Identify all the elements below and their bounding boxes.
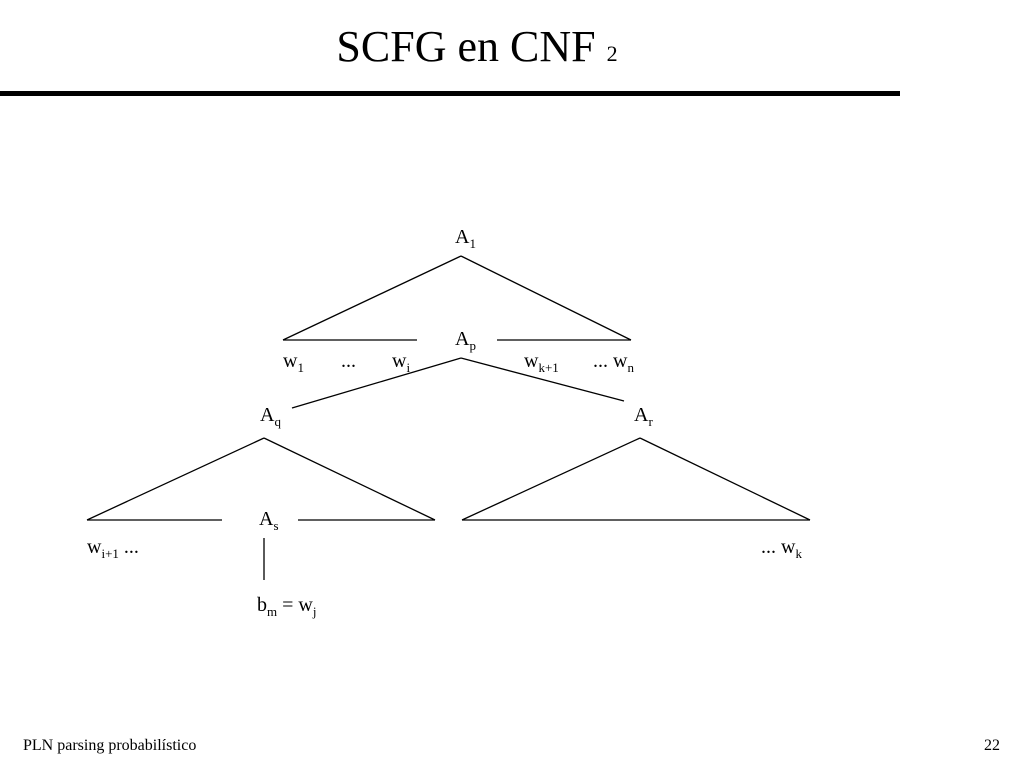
edge-ar-left xyxy=(461,437,641,521)
edge-aq-right xyxy=(263,437,436,521)
edge-a1-right xyxy=(460,255,632,341)
node-as: As xyxy=(259,508,279,533)
title-text: SCFG en CNF xyxy=(336,22,596,71)
node-ap: Ap xyxy=(455,328,476,353)
title-subscript: 2 xyxy=(606,41,618,66)
edge-ar-right xyxy=(639,437,811,521)
node-ar: Ar xyxy=(634,404,653,429)
node-a1: A1 xyxy=(455,226,476,251)
node-aq: Aq xyxy=(260,404,281,429)
edge-ap-ar xyxy=(460,357,625,402)
terminal-dots: ... xyxy=(341,350,356,372)
edge-ap-aq xyxy=(291,357,462,409)
terminal-w1: w1 xyxy=(283,350,304,375)
edge-aq-left xyxy=(86,437,265,521)
terminal-wi: wi xyxy=(392,350,411,375)
edge-a1-left xyxy=(282,255,462,341)
page-number: 22 xyxy=(984,737,1000,754)
leaf-bm-eq-wj: bm = wj xyxy=(257,594,317,619)
title-divider xyxy=(0,91,900,96)
footer-course-label: PLN parsing probabilístico xyxy=(23,737,197,754)
terminal-wk: ... wk xyxy=(761,536,802,561)
terminal-wk1: wk+1 xyxy=(524,350,559,375)
terminal-wn: ... wn xyxy=(593,350,634,375)
slide-title: SCFG en CNF 2 xyxy=(0,22,954,79)
terminal-wi1: wi+1 ... xyxy=(87,536,139,561)
